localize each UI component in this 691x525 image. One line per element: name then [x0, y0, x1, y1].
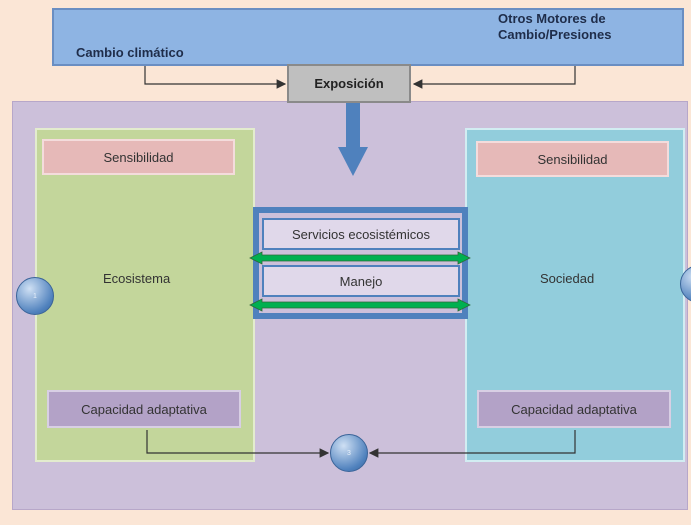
society-adaptive-capacity-box: Capacidad adaptativa	[477, 390, 671, 428]
other-drivers-line1: Otros Motores de	[498, 11, 606, 26]
climate-change-label: Cambio climático	[76, 45, 184, 60]
ecosystem-adaptive-capacity-box: Capacidad adaptativa	[47, 390, 241, 428]
climate-to-exposure-arrow	[144, 66, 287, 89]
exposure-box: Exposición	[287, 64, 411, 103]
ecosystem-sensitivity-box: Sensibilidad	[42, 139, 235, 175]
society-sensitivity-box: Sensibilidad	[476, 141, 669, 177]
other-drivers-label: Otros Motores de Cambio/Presiones	[498, 11, 611, 43]
society-label: Sociedad	[540, 271, 595, 286]
exposure-down-arrow	[338, 103, 368, 176]
ecosystem-services-box: Servicios ecosistémicos	[262, 218, 460, 250]
ecosystem-label: Ecosistema	[103, 271, 171, 286]
circle-marker-left: 1	[16, 277, 54, 315]
double-arrow-top	[249, 251, 471, 265]
management-box: Manejo	[262, 265, 460, 297]
double-arrow-bottom	[249, 298, 471, 312]
other-drivers-line2: Cambio/Presiones	[498, 27, 612, 42]
eco-capacity-to-circle-arrow	[146, 430, 330, 458]
circle-marker-bottom: 3	[330, 434, 368, 472]
soc-capacity-to-circle-arrow	[368, 430, 576, 458]
drivers-to-exposure-arrow	[412, 66, 576, 89]
